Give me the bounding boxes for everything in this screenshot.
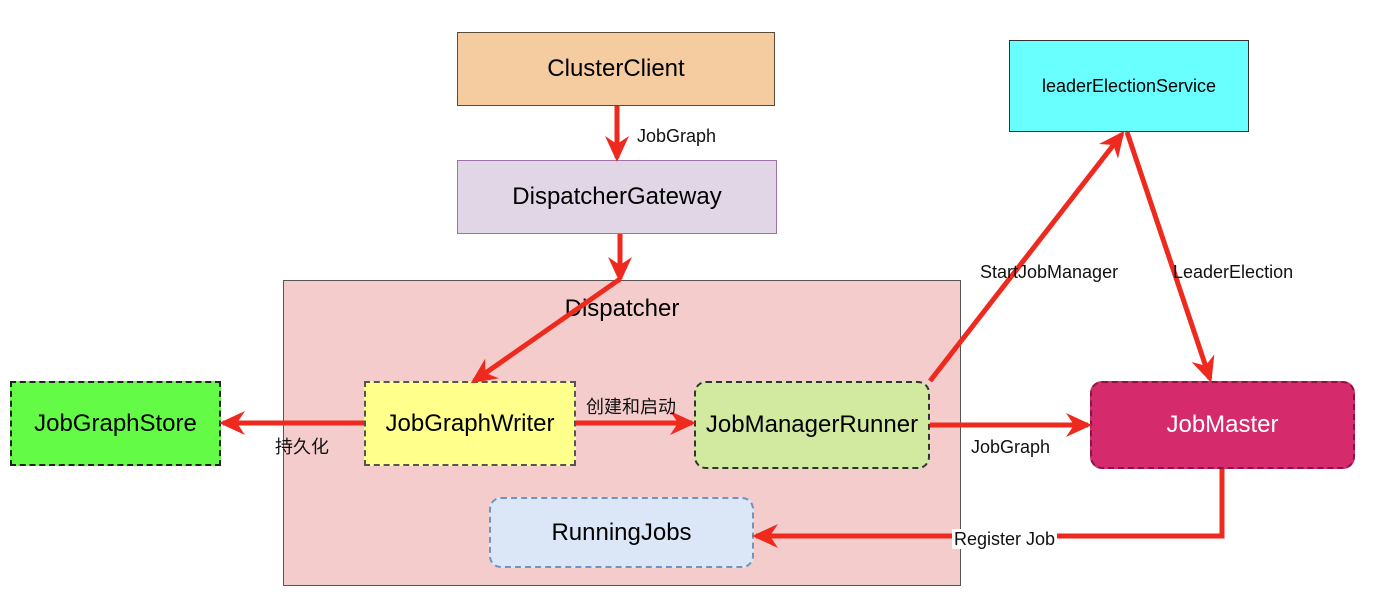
edge-label-master-to-running: Register Job <box>952 529 1058 549</box>
job-graph-writer-node[interactable]: JobGraphWriter <box>364 381 576 466</box>
edge-dispatcher-to-writer <box>470 276 622 384</box>
edge-label-writer-to-runner: 创建和启动 <box>586 397 676 417</box>
dispatcher-gateway-node[interactable]: DispatcherGateway <box>457 160 777 234</box>
edge-label-leader-to-master: LeaderElection <box>1173 262 1294 282</box>
dispatcher-gateway-label: DispatcherGateway <box>512 183 722 210</box>
job-manager-runner-label: JobManagerRunner <box>705 411 919 438</box>
leader-election-service-node[interactable]: leaderElectionService <box>1009 40 1249 132</box>
job-graph-store-node[interactable]: JobGraphStore <box>10 381 221 466</box>
job-master-label: JobMaster <box>1166 411 1279 438</box>
leader-election-service-label: leaderElectionService <box>1041 75 1217 96</box>
edge-runner-to-leader <box>928 130 1125 383</box>
edge-master-to-running <box>752 469 1225 548</box>
running-jobs-node[interactable]: RunningJobs <box>489 497 754 568</box>
edge-label-writer-to-store: 持久化 <box>275 437 329 457</box>
cluster-client-node[interactable]: ClusterClient <box>457 32 775 106</box>
job-graph-writer-label: JobGraphWriter <box>385 409 555 437</box>
running-jobs-label: RunningJobs <box>551 518 692 546</box>
dispatcher-title: Dispatcher <box>564 295 680 322</box>
job-master-node[interactable]: JobMaster <box>1090 381 1355 469</box>
cluster-client-label: ClusterClient <box>547 55 685 82</box>
edge-label-runner-to-leader: StartJobManager <box>980 262 1119 282</box>
edge-label-runner-to-master: JobGraph <box>971 437 1051 457</box>
job-graph-store-label: JobGraphStore <box>34 409 197 437</box>
edge-label-client-to-gateway: JobGraph <box>637 126 717 146</box>
edge-leader-to-master <box>1124 131 1215 383</box>
